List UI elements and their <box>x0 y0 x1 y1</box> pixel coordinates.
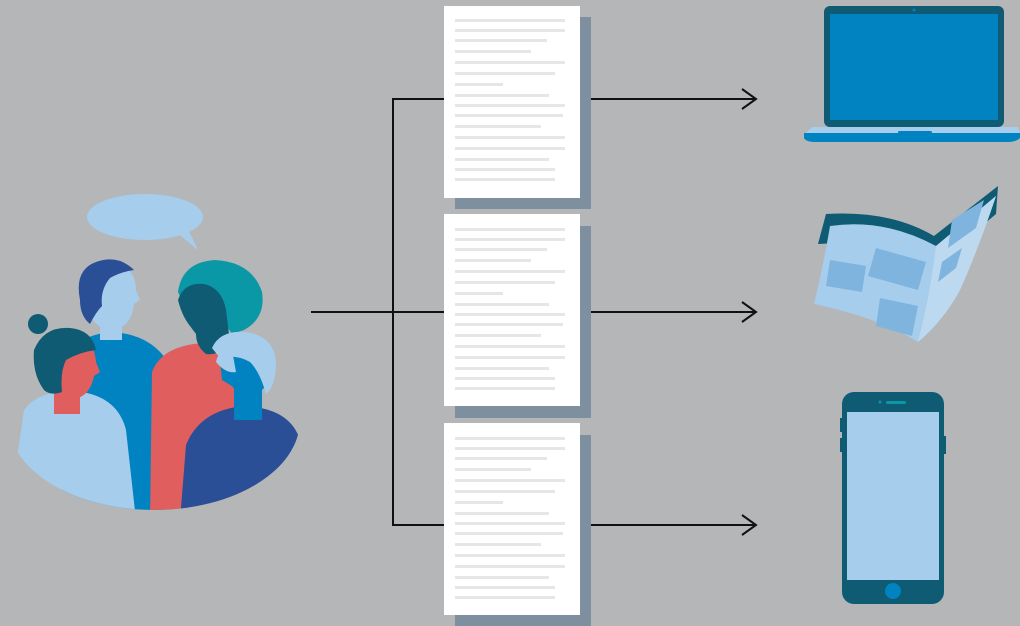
newspaper-icon <box>814 186 998 342</box>
document-icon <box>444 6 591 209</box>
people-group-illustration <box>8 194 310 520</box>
smartphone-icon <box>840 392 946 604</box>
document-stack <box>444 6 591 626</box>
document-icon <box>444 214 591 418</box>
speech-bubble-icon <box>87 194 203 250</box>
document-icon <box>444 423 591 626</box>
laptop-icon <box>804 6 1020 142</box>
group-of-people-talking-icon <box>8 259 310 520</box>
